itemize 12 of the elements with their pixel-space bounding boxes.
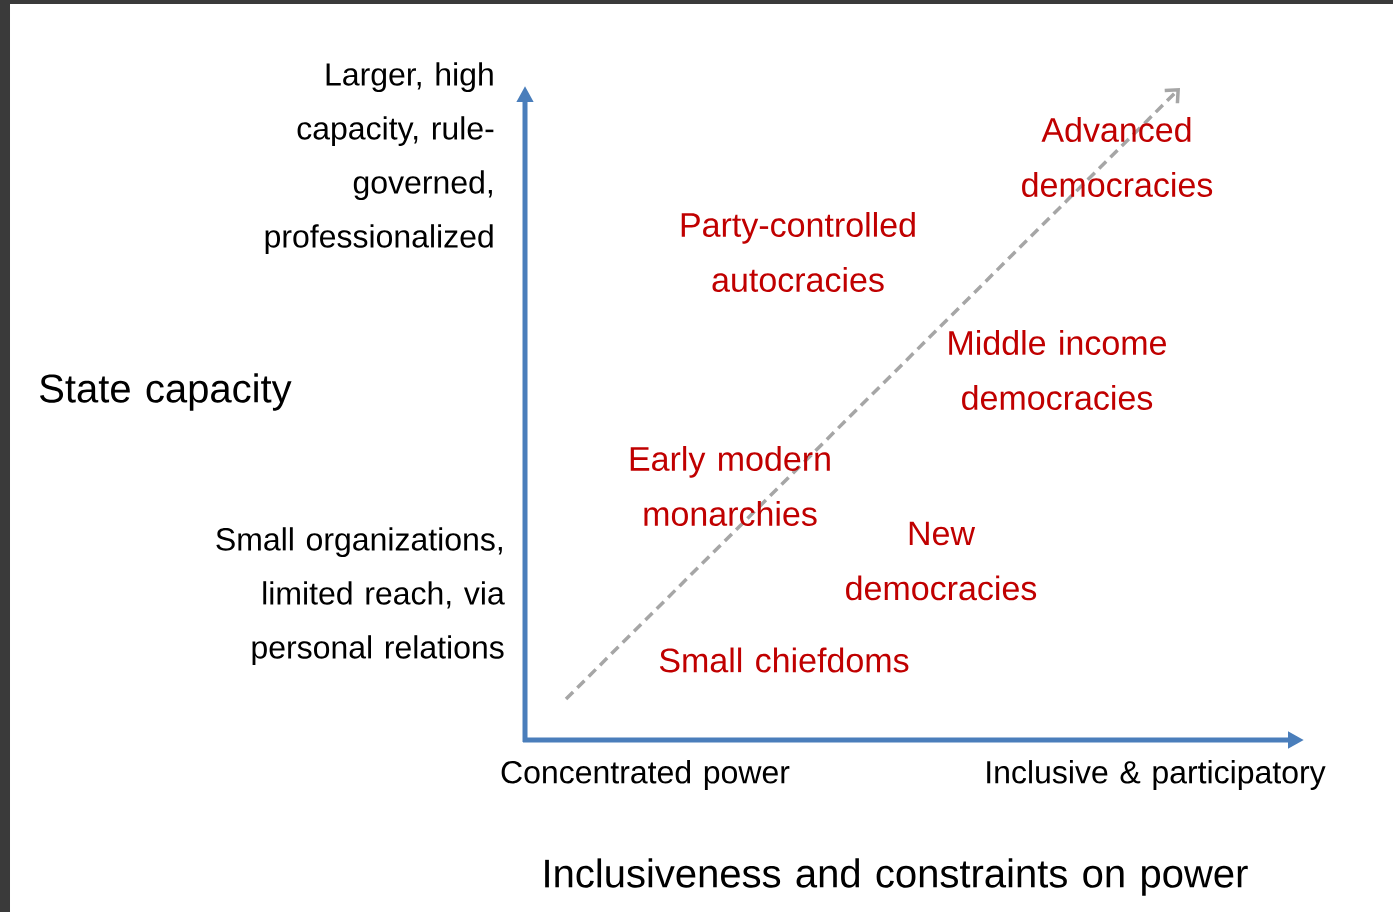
axis-end-label: Larger, high capacity, rule-governed, professionalized (265, 62, 494, 254)
axis-end-label: Concentrated power (501, 760, 790, 790)
axis-end-label: Inclusive & participatory (987, 760, 1326, 790)
axis-end-label: Small organizations, limited reach, via personal relations (216, 527, 505, 665)
category-label: Party-controlled autocracies (681, 212, 915, 292)
category-label: Advanced democracies (1022, 117, 1213, 197)
axis-title: Inclusiveness and constraints on power (545, 858, 1248, 896)
category-label: Early modern monarchies (630, 446, 830, 526)
category-label: Middle income democracies (949, 330, 1166, 410)
category-label: New democracies (846, 521, 1037, 601)
category-label: Small chiefdoms (659, 647, 909, 673)
axis-title: State capacity (40, 373, 292, 411)
